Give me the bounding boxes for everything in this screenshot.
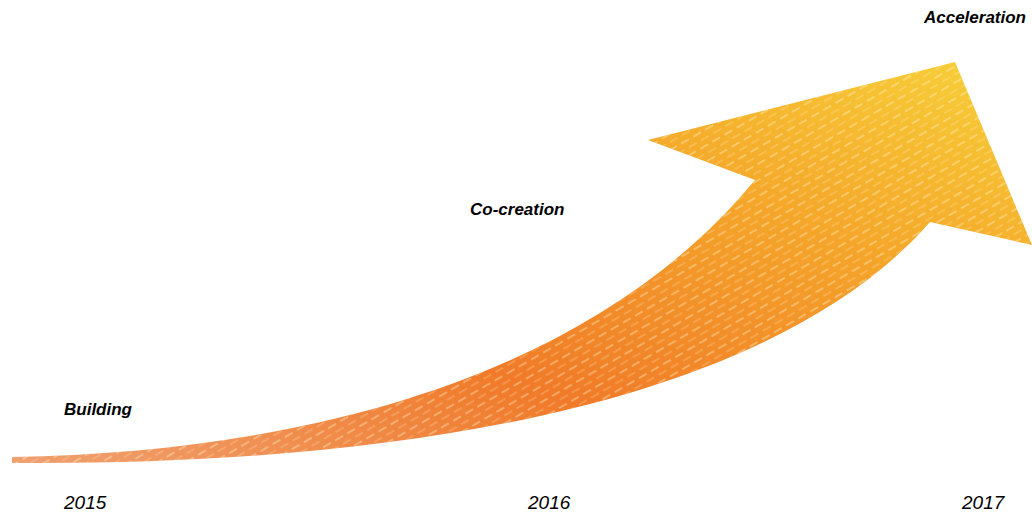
- year-label: 2017: [962, 492, 1004, 514]
- phase-label: Acceleration: [924, 8, 1026, 28]
- year-label: 2015: [64, 492, 106, 514]
- arrow-body: [12, 62, 1032, 463]
- arrow-texture: [12, 62, 1032, 463]
- phase-label: Co-creation: [470, 200, 564, 220]
- year-label: 2016: [528, 492, 570, 514]
- phase-label: Building: [64, 400, 132, 420]
